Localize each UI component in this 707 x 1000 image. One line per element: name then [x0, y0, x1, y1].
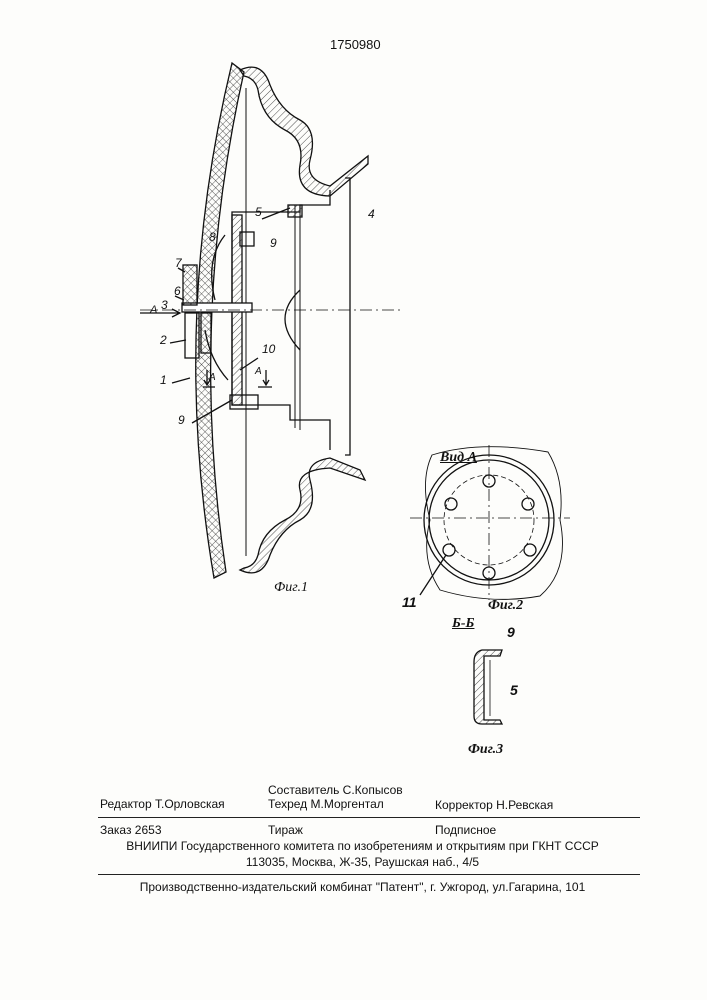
bracket-5 — [288, 205, 302, 217]
label-view-a: A — [150, 304, 157, 316]
institute: ВНИИПИ Государственного комитета по изоб… — [0, 839, 707, 853]
label-3: 3 — [161, 298, 168, 312]
label-5: 5 — [255, 205, 262, 219]
address: 113035, Москва, Ж-35, Раушская наб., 4/5 — [0, 855, 707, 869]
label-9-fig3: 9 — [507, 624, 515, 640]
figure3-title: Б-Б — [452, 616, 474, 632]
label-10: 10 — [262, 342, 275, 356]
disc-4 — [232, 178, 350, 455]
publisher: Производственно-издательский комбинат "П… — [0, 880, 707, 894]
rim-lower — [240, 458, 365, 573]
figure1-drawing — [140, 63, 400, 578]
label-9-top: 9 — [270, 236, 277, 250]
circulation: Тираж — [268, 823, 303, 837]
corrector: Корректор Н.Ревская — [435, 798, 553, 812]
editor: Редактор Т.Орловская — [100, 797, 225, 811]
label-7: 7 — [175, 256, 182, 270]
label-11: 11 — [402, 594, 417, 610]
label-section-a-right: A — [255, 366, 262, 377]
techred: Техред М.Моргентал — [268, 797, 384, 811]
label-5-fig3: 5 — [510, 682, 518, 698]
label-section-a-left: A — [209, 372, 216, 383]
subscription: Подписное — [435, 823, 496, 837]
figure1-caption: Фиг.1 — [274, 580, 308, 596]
figure3-caption: Фиг.3 — [468, 742, 503, 758]
label-2: 2 — [160, 333, 167, 347]
figure2-caption: Фиг.2 — [488, 598, 523, 614]
divider — [98, 874, 640, 875]
label-8: 8 — [209, 230, 216, 244]
figure2-drawing — [410, 445, 570, 600]
hub-dome — [285, 290, 300, 350]
figure3-drawing — [474, 650, 502, 724]
label-4: 4 — [368, 207, 375, 221]
rim-upper — [240, 67, 368, 196]
figure2-title: Вид А — [440, 450, 477, 466]
order-number: Заказ 2653 — [100, 823, 162, 837]
label-6: 6 — [174, 284, 181, 298]
part-7 — [183, 265, 197, 305]
compiler: Составитель С.Копысов — [268, 783, 403, 797]
label-9-bottom: 9 — [178, 413, 185, 427]
divider — [98, 817, 640, 818]
label-1: 1 — [160, 373, 167, 387]
